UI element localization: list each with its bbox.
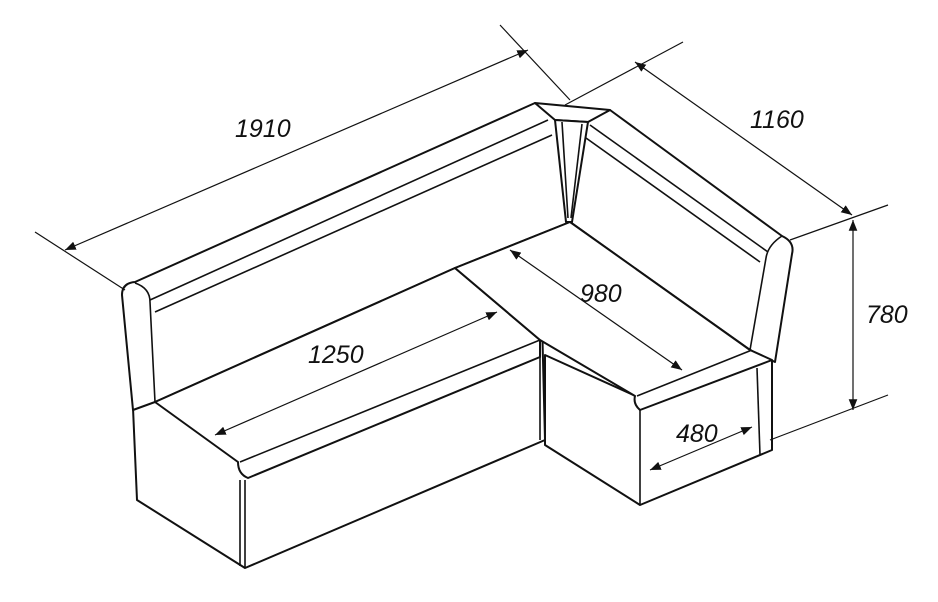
label-total-length: 1910	[235, 115, 291, 143]
extension-lines	[34, 24, 889, 441]
dim-line-1910	[64, 49, 529, 251]
label-side-seat-length: 980	[580, 280, 622, 308]
dim-line-1250	[214, 311, 498, 436]
label-main-seat-length: 1250	[308, 341, 364, 369]
corner-piece	[534, 102, 611, 223]
label-seat-depth: 480	[676, 420, 718, 448]
dim-line-980	[509, 249, 683, 371]
label-side-length: 1160	[750, 106, 804, 134]
dim-line-1160	[634, 61, 853, 216]
label-height: 780	[866, 301, 908, 329]
dim-line-480	[649, 426, 753, 471]
